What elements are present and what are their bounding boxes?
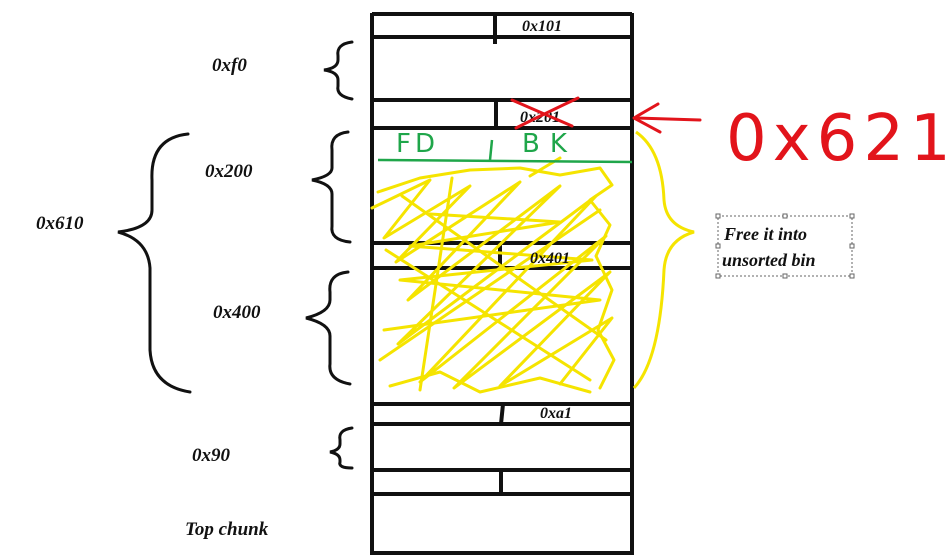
label-0x400: 0x400 [213, 302, 261, 323]
brace-0xf0 [323, 40, 354, 101]
free-note-box: Free it into unsorted bin [715, 213, 855, 279]
brace-0x90 [329, 426, 354, 470]
new-size-0x621: 0x621 [726, 102, 952, 176]
header-0xa1: 0xa1 [540, 405, 572, 422]
label-0x200: 0x200 [205, 161, 253, 182]
heap-column [370, 12, 634, 555]
bk-label: BK [522, 129, 577, 159]
brace-0x200 [311, 130, 352, 244]
fd-bk-annotation: FD BK [377, 129, 633, 164]
strikeout-x [510, 96, 580, 130]
label-0xf0: 0xf0 [212, 55, 247, 76]
red-arrow [632, 102, 702, 134]
green-divider [488, 139, 494, 161]
brace-0x610 [117, 132, 192, 394]
black-braces [117, 40, 354, 470]
brace-0x400 [305, 270, 352, 386]
green-underline [377, 158, 633, 164]
yellow-brace [632, 130, 695, 390]
note-line-1: Free it into [723, 224, 807, 244]
label-0x90: 0x90 [192, 445, 231, 466]
note-line-2: unsorted bin [722, 250, 816, 270]
header-0x401: 0x401 [530, 250, 570, 267]
header-split-4 [499, 403, 505, 425]
fd-label: FD [396, 129, 439, 159]
yellow-scribble [370, 156, 616, 394]
header-0x101: 0x101 [522, 18, 562, 35]
label-top-chunk: Top chunk [185, 519, 269, 540]
label-0x610: 0x610 [36, 213, 84, 234]
